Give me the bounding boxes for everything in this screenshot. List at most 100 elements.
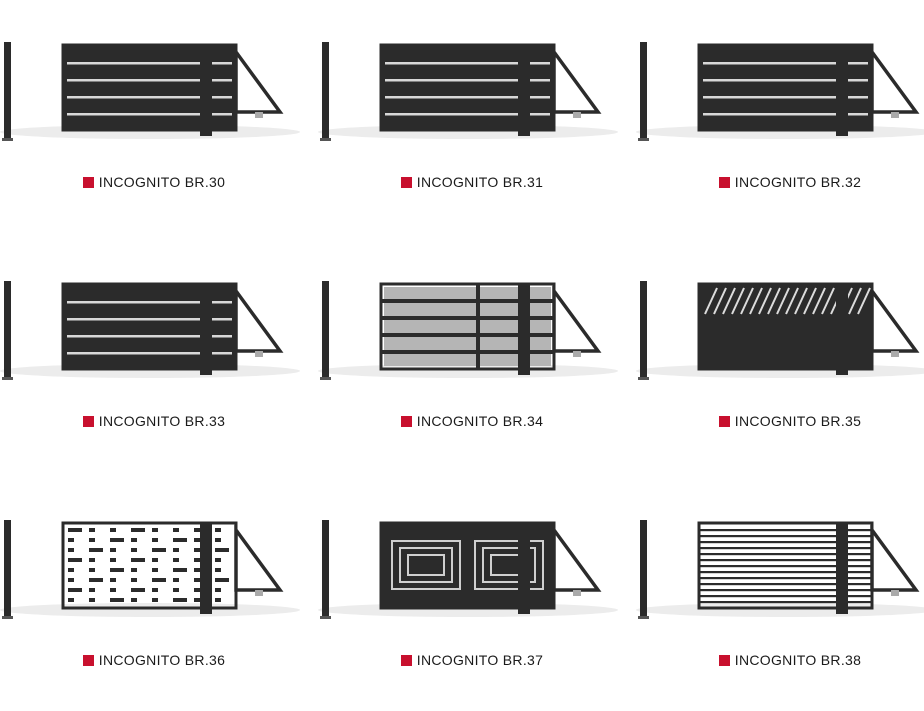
frame-outline [407,554,445,576]
floor-shadow [636,603,924,617]
cutout-bar [68,568,74,572]
post-base [2,377,13,380]
horizontal-bar [381,316,554,320]
horizontal-bar [381,350,554,354]
cutout-bar [110,538,124,542]
thin-bar [699,589,872,592]
gate-card-br33[interactable]: INCOGNITO BR.33 [0,239,308,472]
gate-card-br30[interactable]: INCOGNITO BR.30 [0,0,308,233]
gate-name: INCOGNITO BR.34 [416,413,544,429]
cutout-bar [110,548,116,552]
gate-caption: INCOGNITO BR.38 [636,652,924,668]
post-base [320,138,331,141]
gate-caption: INCOGNITO BR.32 [636,174,924,190]
roller [255,112,263,118]
diagonal-slot [785,287,799,315]
cutout-bar [110,568,124,572]
cutout-bar [215,558,221,562]
roller [573,590,581,596]
gate-post [640,42,647,140]
cutout-bar [131,538,137,542]
post-base [638,138,649,141]
gate-caption: INCOGNITO BR.31 [318,174,626,190]
gate-caption: INCOGNITO BR.30 [0,174,308,190]
counterweight-frame [870,285,920,353]
cutout-bar [194,578,200,582]
cutout-bar [152,548,166,552]
gate-image [636,42,924,141]
diagonal-slot [821,287,835,315]
cutout-bar [89,568,95,572]
diagonal-slot [776,287,790,315]
cutout-bar [131,558,145,562]
diagonal-slot [794,287,808,315]
gate-card-br38[interactable]: INCOGNITO BR.38 [636,478,924,711]
counterweight-frame [552,285,602,353]
diagonal-slot [803,287,817,315]
thin-bar [699,541,872,544]
gate-caption: INCOGNITO BR.34 [318,413,626,429]
cutout-bar [131,598,137,602]
frame-outline [482,547,536,583]
red-square-icon [718,654,730,666]
thin-bar [699,571,872,574]
thin-bar [699,577,872,580]
cutout-bar [215,548,229,552]
guide-post [836,522,848,614]
diagonal-slot [848,287,862,315]
cutout-bar [152,578,166,582]
cutout-bar [110,528,116,532]
gate-card-br32[interactable]: INCOGNITO BR.32 [636,0,924,233]
gate-card-br34[interactable]: INCOGNITO BR.34 [318,239,626,472]
gate-post [640,281,647,379]
counterweight-frame [234,524,284,592]
red-square-icon [718,176,730,188]
gate-card-br36[interactable]: INCOGNITO BR.36 [0,478,308,711]
red-square-icon [82,415,94,427]
gate-name: INCOGNITO BR.33 [98,413,226,429]
cutout-bar [89,558,95,562]
gate-card-br35[interactable]: INCOGNITO BR.35 [636,239,924,472]
gate-panel [61,521,238,610]
guide-post [518,522,530,614]
diagonal-slot [857,287,871,315]
cutout-bar [110,588,116,592]
guide-post [518,44,530,136]
cutout-bar [68,598,74,602]
cutout-bar [68,558,82,562]
thin-bar [699,547,872,550]
frame-outline [399,547,453,583]
gate-post [4,281,11,379]
gate-image [636,520,924,619]
gate-image [0,42,300,141]
thin-bar [699,595,872,598]
post-base [638,377,649,380]
frame-outline [391,540,461,590]
roller [891,112,899,118]
cutout-bar [215,598,221,602]
gate-card-br37[interactable]: INCOGNITO BR.37 [318,478,626,711]
gate-post [322,520,329,618]
slat-gap [67,62,232,65]
cutout-bar [194,568,200,572]
floor-shadow [318,364,618,378]
gate-post [640,520,647,618]
gate-card-br31[interactable]: INCOGNITO BR.31 [318,0,626,233]
cutout-bar [68,578,74,582]
gate-name: INCOGNITO BR.37 [416,652,544,668]
diagonal-slot [731,287,745,315]
diagonal-slot [767,287,781,315]
red-square-icon [82,176,94,188]
cutout-bar [68,528,82,532]
gate-image [636,281,924,380]
slat-gap [703,62,868,65]
slat-gap [385,96,550,99]
counterweight-frame [870,46,920,114]
roller [255,351,263,357]
post-base [320,377,331,380]
post-base [2,138,13,141]
diagonal-slot [740,287,754,315]
gate-post [4,42,11,140]
gate-image [0,281,300,380]
cutout-bar [131,568,137,572]
